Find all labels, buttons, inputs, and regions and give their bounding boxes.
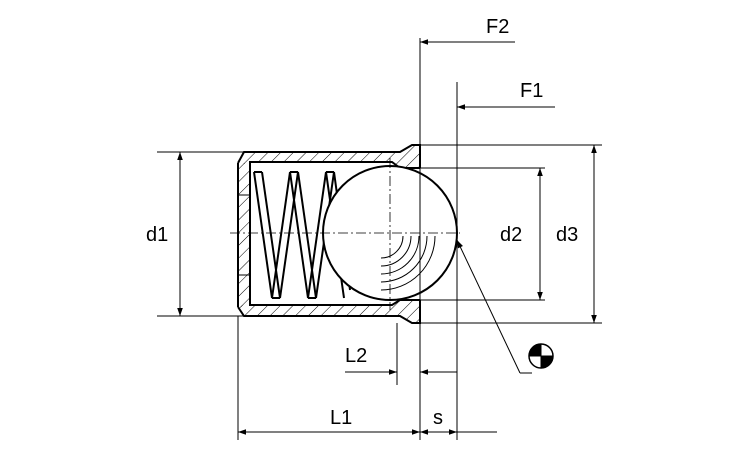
dimension-d1: d1 <box>146 152 183 316</box>
label-f1: F1 <box>520 80 543 102</box>
dimension-l2: L2 <box>345 345 457 375</box>
label-d1: d1 <box>146 224 168 246</box>
label-s: s <box>433 407 443 429</box>
label-l1: L1 <box>330 407 352 429</box>
center-of-gravity-icon <box>528 343 554 369</box>
dimension-d3: d3 <box>556 145 597 323</box>
cg-leader <box>456 239 532 374</box>
label-f2: F2 <box>486 16 509 38</box>
dimension-l1: L1 <box>238 407 420 435</box>
force-f2: F2 <box>420 16 515 45</box>
dimension-d2: d2 <box>500 168 543 300</box>
dimension-s: s <box>420 407 497 435</box>
label-d3: d3 <box>556 224 578 246</box>
force-f1: F1 <box>457 80 555 110</box>
label-d2: d2 <box>500 224 522 246</box>
label-l2: L2 <box>345 345 367 367</box>
